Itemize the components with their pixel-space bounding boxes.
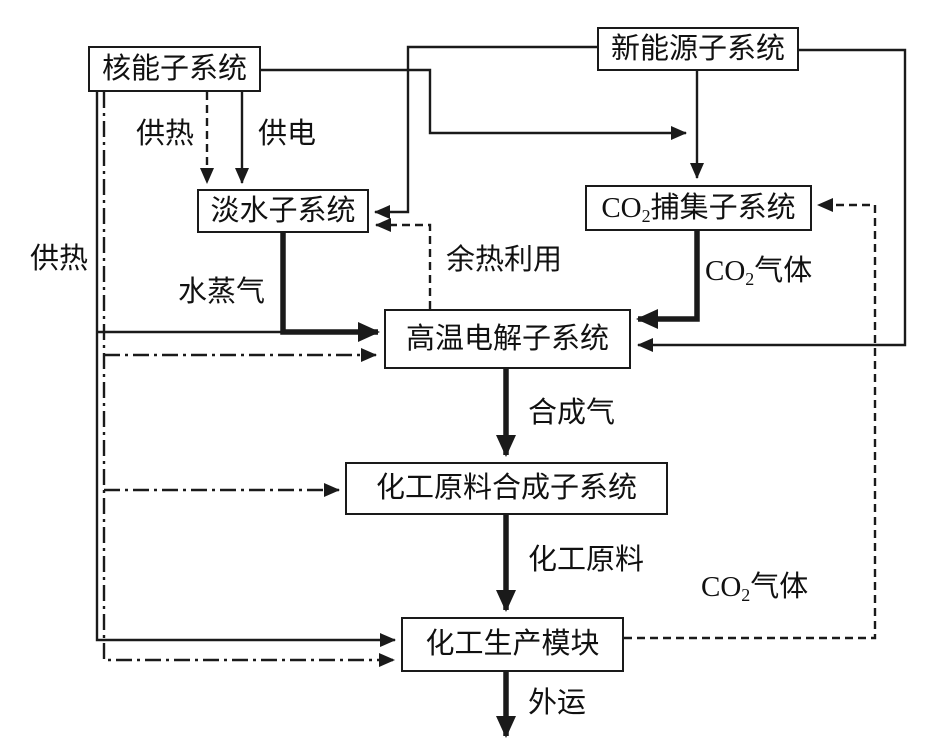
node-co2-capture-subsystem: CO2捕集子系统: [585, 185, 812, 231]
node-nuclear-subsystem: 核能子系统: [88, 46, 261, 92]
label-steam: 水蒸气: [178, 276, 266, 308]
edge-nuclear-to-co2capture: [261, 68, 687, 140]
co2-upper-prefix: CO: [705, 255, 746, 287]
node-fresh-water-label: 淡水子系统: [210, 194, 356, 227]
label-co2-gas-upper: CO2气体: [705, 255, 813, 290]
co2-prefix: CO: [601, 191, 642, 224]
edge-nuclear-heat-to-production: [95, 92, 396, 647]
node-production-label: 化工生产模块: [425, 628, 600, 660]
node-fresh-water-subsystem: 淡水子系统: [197, 189, 369, 233]
label-heat-supply-top: 供热: [136, 118, 195, 150]
edge-electrolysis-wasteheat-to-freshwater: [375, 218, 432, 309]
node-co2-capture-label: CO2捕集子系统: [601, 191, 796, 226]
label-syngas: 合成气: [528, 397, 616, 429]
co2-upper-suffix: 气体: [754, 255, 813, 287]
node-high-temp-electrolysis-subsystem: 高温电解子系统: [384, 309, 631, 369]
node-new-energy-subsystem: 新能源子系统: [597, 27, 799, 71]
co2-upper-subscript: 2: [745, 269, 755, 290]
node-nuclear-label: 核能子系统: [101, 52, 247, 85]
label-chemical-feedstock: 化工原料: [528, 544, 645, 576]
edge-steam-to-electrolysis: [280, 233, 380, 342]
edge-newenergy-to-electrolysis: [637, 48, 907, 352]
co2-subscript: 2: [641, 205, 651, 226]
edge-newenergy-to-freshwater: [374, 45, 597, 219]
label-heat-supply-left: 供热: [30, 243, 89, 275]
node-chemical-feedstock-synthesis-subsystem: 化工原料合成子系统: [345, 462, 668, 515]
edge-co2gas-to-electrolysis: [636, 231, 700, 329]
label-power-supply: 供电: [258, 118, 317, 150]
label-outbound-transport: 外运: [528, 687, 587, 719]
co2-lower-prefix: CO: [701, 571, 742, 603]
edge-dashdot-to-production: [102, 92, 395, 667]
co2-lower-suffix: 气体: [750, 571, 809, 603]
co2-lower-subscript: 2: [741, 585, 751, 606]
label-co2-gas-lower: CO2气体: [701, 571, 809, 606]
node-new-energy-label: 新能源子系统: [610, 32, 785, 65]
node-electrolysis-label: 高温电解子系统: [405, 322, 609, 355]
node-chemical-production-module: 化工生产模块: [401, 617, 624, 672]
label-waste-heat-utilization: 余热利用: [446, 244, 563, 276]
co2-suffix: 捕集子系统: [650, 191, 796, 224]
node-synthesis-label: 化工原料合成子系统: [375, 472, 637, 504]
